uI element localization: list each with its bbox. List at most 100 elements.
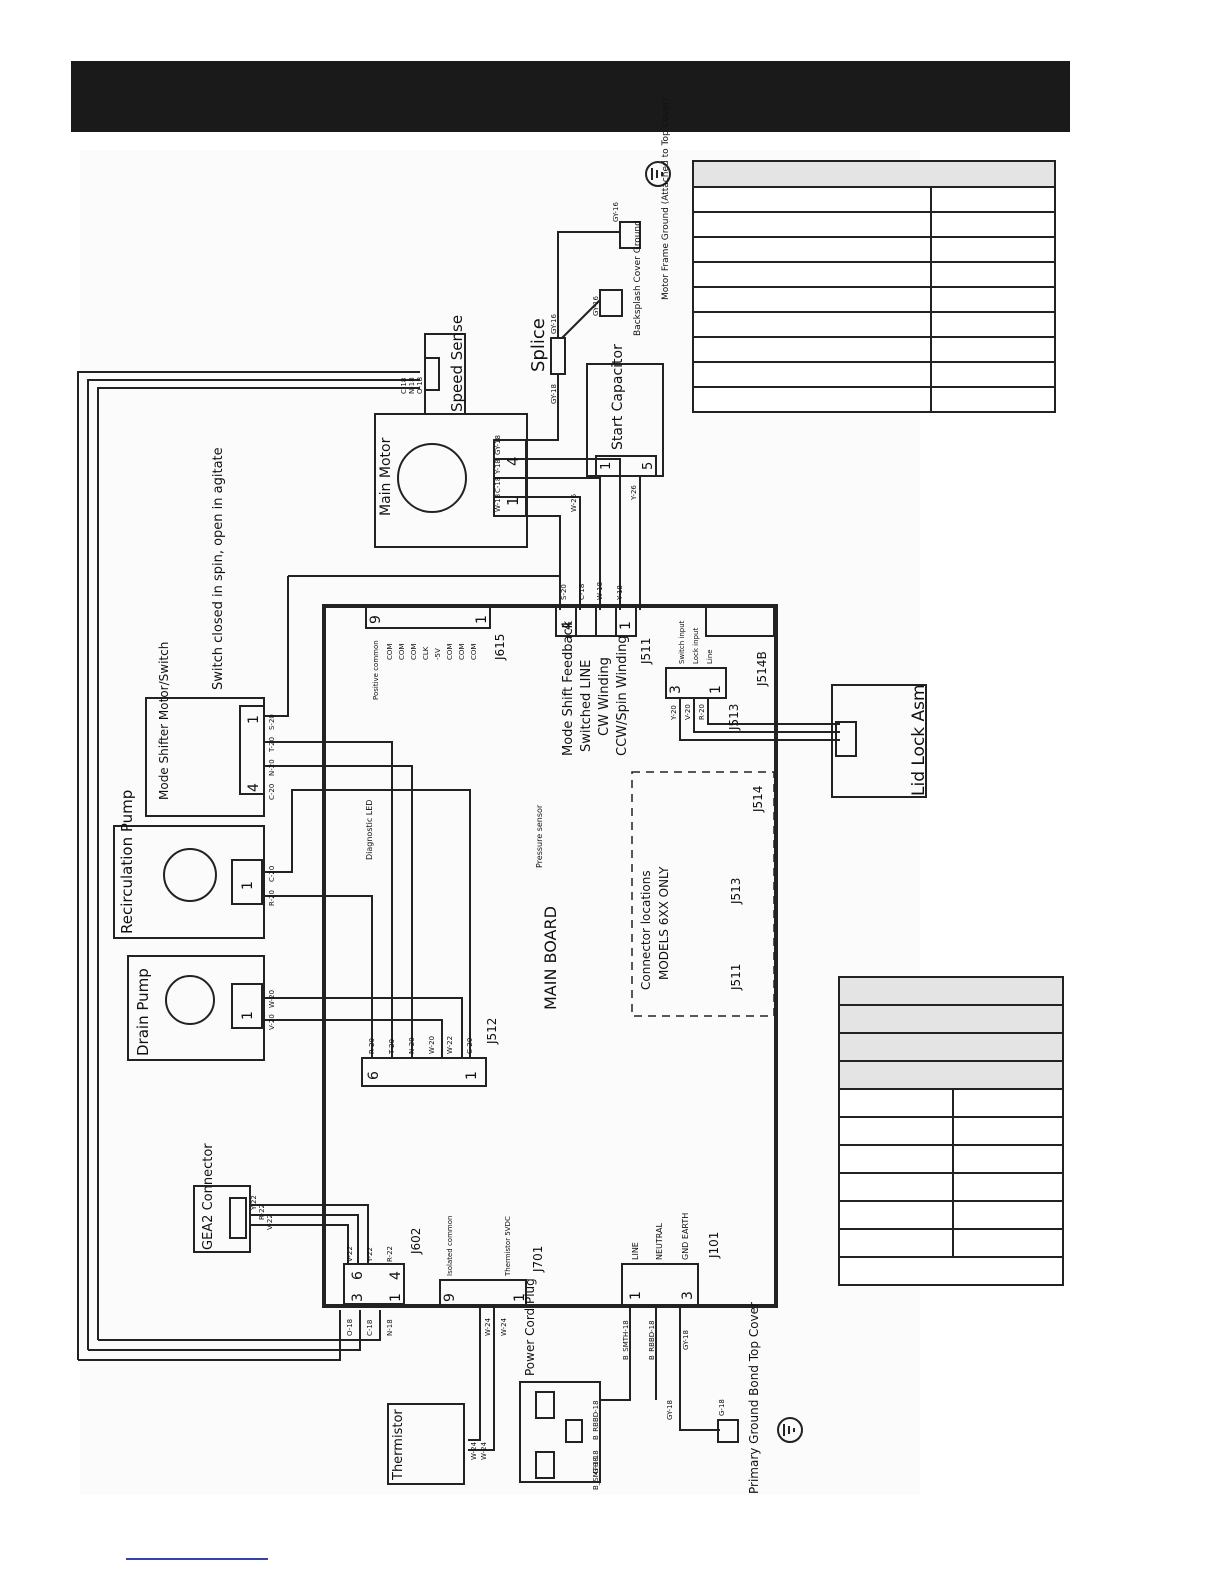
- table-cell: [838, 1228, 954, 1258]
- table-cell: [692, 186, 932, 213]
- wire-label: GY-16: [550, 313, 558, 334]
- table-cell: [838, 1088, 954, 1118]
- connector-j701: J701: [531, 1246, 545, 1273]
- main-board-label: MAIN BOARD: [541, 906, 560, 1010]
- pin-number: 4: [388, 1271, 404, 1280]
- recirculation-pump-label: Recirculation Pump: [118, 790, 136, 934]
- wire-label: R-20: [268, 890, 276, 906]
- j511-function-0: Mode Shift Feedback: [561, 620, 576, 756]
- pin-number: 1: [464, 1071, 480, 1080]
- table-cell: [692, 261, 932, 288]
- backsplash-ground-label: Backsplash Cover Ground: [633, 220, 643, 336]
- wire-label: GY-18: [666, 1400, 674, 1420]
- table-header: [838, 1032, 1064, 1062]
- wire-label: C-20: [466, 1038, 474, 1054]
- wire-label: C-20: [268, 784, 276, 800]
- wire-label: C-18: [400, 378, 408, 394]
- pin-number: 1: [388, 1293, 404, 1302]
- motor-frame-ground-label: Motor Frame Ground (Attached to Top Cove…: [661, 98, 671, 300]
- wire-label: N-20: [408, 1037, 416, 1054]
- wire-label: S-20: [268, 714, 276, 730]
- wire-label: Y-26: [630, 485, 638, 501]
- wire-label: S-20: [560, 584, 568, 600]
- pin-number: 3: [668, 685, 684, 694]
- connector-j101: J101: [707, 1232, 721, 1259]
- wire-label: GY-18: [494, 435, 502, 455]
- connector-j615: J615: [493, 634, 507, 661]
- pin-number: 1: [708, 685, 724, 694]
- wire-label: O-18: [346, 1319, 354, 1336]
- table-cell: [692, 286, 932, 313]
- thermistor-5vdc-label: Thermistor 5VDC: [504, 1216, 512, 1277]
- table-cell: [952, 1228, 1064, 1258]
- wire-label: V-20: [684, 704, 692, 720]
- table-cell: [952, 1144, 1064, 1174]
- lid-lock-label: Lid Lock Asm: [909, 684, 929, 796]
- pin-number: 1: [618, 621, 634, 630]
- table-cell: [930, 386, 1056, 413]
- table-header: [692, 160, 1056, 188]
- table-cell: [692, 361, 932, 388]
- wire-label: Y-18: [616, 585, 624, 601]
- connector-locations-label: Connector locations: [639, 870, 653, 990]
- pin-number: 1: [628, 1291, 644, 1300]
- table-cell: [952, 1088, 1064, 1118]
- pin-number: 4: [560, 621, 576, 630]
- wire-label: R-20: [698, 704, 706, 720]
- wire-label: R-22: [386, 1246, 394, 1262]
- table-cell: [930, 186, 1056, 213]
- wire-label: N-18: [408, 377, 416, 394]
- wire-label: GY-18: [550, 384, 558, 404]
- table-cell: [930, 261, 1056, 288]
- header-bar: [71, 61, 1070, 132]
- pressure-sensor-label: Pressure sensor: [535, 804, 544, 868]
- wire-label: W-24: [500, 1317, 508, 1336]
- wire-label: V-20: [268, 1014, 276, 1030]
- table-cell: [692, 211, 932, 238]
- wire-label: Y-20: [670, 705, 678, 721]
- table-cell: [930, 236, 1056, 263]
- table-cell: [692, 311, 932, 338]
- isolated-common-label: Isolated common: [446, 1216, 454, 1276]
- pin-number: 1: [504, 496, 522, 506]
- positive-common-label: Positive common: [372, 640, 380, 700]
- wire-label: W-26: [570, 493, 578, 512]
- switch-note-label: Switch closed in spin, open in agitate: [211, 447, 226, 690]
- pin-number: 1: [240, 1011, 256, 1020]
- j615-pin-5: COM: [446, 644, 454, 660]
- j511-function-3: CCW/Spin Winding: [615, 635, 630, 756]
- pin-number: 9: [368, 615, 384, 624]
- connector-j514b: J514B: [755, 651, 769, 687]
- wire-label: W-18: [596, 582, 604, 600]
- wire-label: W-20: [428, 1036, 436, 1054]
- wire-label: C-18: [494, 477, 502, 493]
- pin-number: 1: [599, 462, 614, 470]
- j615-pin-0: COM: [386, 644, 394, 660]
- diagnostic-led-label: Diagnostic LED: [365, 800, 374, 860]
- wire-label: B_RBBD-18: [592, 1400, 600, 1440]
- wire-label: C-18: [578, 584, 586, 600]
- connector-j514: J514: [751, 786, 765, 813]
- j513-pin-0: Switch input: [678, 620, 686, 664]
- pin-number: 1: [474, 615, 490, 624]
- wire-label: R-20: [368, 1038, 376, 1054]
- wire-label: B_RBBD-18: [648, 1320, 656, 1360]
- pin-number: 1: [240, 881, 256, 890]
- j615-pin-7: COM: [470, 644, 478, 660]
- connector-j511: J511: [639, 638, 653, 665]
- wire-label: GY-18: [682, 1330, 690, 1350]
- j615-pin-2: COM: [410, 644, 418, 660]
- drain-pump-label: Drain Pump: [134, 968, 152, 1056]
- table-cell: [838, 1144, 954, 1174]
- wire-label: B_SMTH-18: [592, 1450, 600, 1490]
- j101-pin-0: LINE: [631, 1242, 640, 1260]
- connector-j513: J513: [727, 704, 741, 731]
- table-cell: [838, 1116, 954, 1146]
- pin-number: 3: [350, 1293, 366, 1302]
- table-cell: [838, 1172, 954, 1202]
- pin-number: 9: [442, 1293, 458, 1302]
- table-cell: [692, 236, 932, 263]
- wire-label: W-22: [446, 1036, 454, 1054]
- pin-number: 1: [246, 715, 262, 724]
- table-cell: [692, 386, 932, 413]
